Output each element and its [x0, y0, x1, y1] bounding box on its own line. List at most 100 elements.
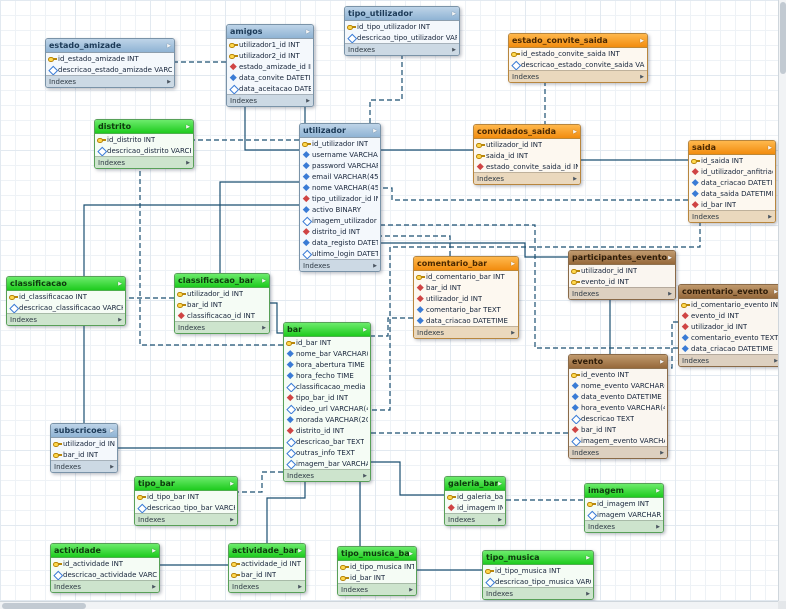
- table-header-convidados_saida[interactable]: convidados_saida▶: [474, 125, 580, 139]
- vertical-scrollbar[interactable]: [778, 0, 786, 601]
- collapse-arrow-icon[interactable]: ▶: [230, 480, 234, 487]
- indexes-section[interactable]: Indexes▶: [474, 172, 580, 184]
- collapse-arrow-icon[interactable]: ▶: [118, 280, 122, 287]
- table-header-utilizador[interactable]: utilizador▶: [300, 124, 380, 138]
- expand-arrow-icon[interactable]: ▶: [152, 583, 156, 590]
- expand-arrow-icon[interactable]: ▶: [373, 262, 377, 269]
- table-header-galeria_bar[interactable]: galeria_bar▶: [445, 477, 505, 491]
- table-galeria_bar[interactable]: galeria_bar▶id_galeria_bar INTid_imagem …: [444, 476, 506, 526]
- expand-arrow-icon[interactable]: ▶: [452, 46, 456, 53]
- expand-arrow-icon[interactable]: ▶: [660, 449, 664, 456]
- collapse-arrow-icon[interactable]: ▶: [511, 260, 515, 267]
- table-comentario_evento[interactable]: comentario_evento▶id_comentario_evento I…: [678, 284, 782, 367]
- table-estado_convite_saida[interactable]: estado_convite_saida▶id_estado_convite_s…: [508, 33, 648, 83]
- table-header-tipo_bar[interactable]: tipo_bar▶: [135, 477, 237, 491]
- collapse-arrow-icon[interactable]: ▶: [167, 42, 171, 49]
- collapse-arrow-icon[interactable]: ▶: [110, 427, 114, 434]
- indexes-section[interactable]: Indexes▶: [585, 520, 663, 532]
- table-header-tipo_utilizador[interactable]: tipo_utilizador▶: [345, 7, 459, 21]
- indexes-section[interactable]: Indexes▶: [46, 75, 174, 87]
- collapse-arrow-icon[interactable]: ▶: [640, 37, 644, 44]
- collapse-arrow-icon[interactable]: ▶: [306, 28, 310, 35]
- expand-arrow-icon[interactable]: ▶: [298, 583, 302, 590]
- indexes-section[interactable]: Indexes▶: [509, 70, 647, 82]
- collapse-arrow-icon[interactable]: ▶: [186, 123, 190, 130]
- expand-arrow-icon[interactable]: ▶: [573, 175, 577, 182]
- indexes-section[interactable]: Indexes▶: [345, 43, 459, 55]
- expand-arrow-icon[interactable]: ▶: [511, 329, 515, 336]
- table-header-saida[interactable]: saida▶: [689, 141, 775, 155]
- vertical-scrollbar-thumb[interactable]: [780, 2, 786, 74]
- expand-arrow-icon[interactable]: ▶: [768, 213, 772, 220]
- expand-arrow-icon[interactable]: ▶: [110, 463, 114, 470]
- expand-arrow-icon[interactable]: ▶: [118, 316, 122, 323]
- expand-arrow-icon[interactable]: ▶: [262, 324, 266, 331]
- horizontal-scrollbar-thumb[interactable]: [2, 603, 86, 609]
- collapse-arrow-icon[interactable]: ▶: [409, 550, 413, 557]
- indexes-section[interactable]: Indexes▶: [569, 287, 675, 299]
- indexes-section[interactable]: Indexes▶: [51, 580, 159, 592]
- expand-arrow-icon[interactable]: ▶: [230, 516, 234, 523]
- table-header-tipo_musica_bar[interactable]: tipo_musica_bar▶: [338, 547, 416, 561]
- table-header-participantes_evento[interactable]: participantes_evento▶: [569, 251, 675, 265]
- table-header-classificacao_bar[interactable]: classificacao_bar▶: [175, 274, 269, 288]
- indexes-section[interactable]: Indexes▶: [414, 326, 518, 338]
- indexes-section[interactable]: Indexes▶: [300, 259, 380, 271]
- table-header-distrito[interactable]: distrito▶: [95, 120, 193, 134]
- table-header-estado_convite_saida[interactable]: estado_convite_saida▶: [509, 34, 647, 48]
- collapse-arrow-icon[interactable]: ▶: [498, 480, 502, 487]
- expand-arrow-icon[interactable]: ▶: [668, 290, 672, 297]
- indexes-section[interactable]: Indexes▶: [229, 580, 305, 592]
- collapse-arrow-icon[interactable]: ▶: [573, 128, 577, 135]
- expand-arrow-icon[interactable]: ▶: [306, 97, 310, 104]
- table-header-classificacao[interactable]: classificacao▶: [7, 277, 125, 291]
- indexes-section[interactable]: Indexes▶: [135, 513, 237, 525]
- expand-arrow-icon[interactable]: ▶: [774, 357, 778, 364]
- table-header-bar[interactable]: bar▶: [284, 323, 370, 337]
- indexes-section[interactable]: Indexes▶: [569, 446, 667, 458]
- expand-arrow-icon[interactable]: ▶: [363, 472, 367, 479]
- indexes-section[interactable]: Indexes▶: [227, 94, 313, 106]
- expand-arrow-icon[interactable]: ▶: [498, 516, 502, 523]
- indexes-section[interactable]: Indexes▶: [445, 513, 505, 525]
- table-header-tipo_musica[interactable]: tipo_musica▶: [483, 551, 593, 565]
- table-header-amigos[interactable]: amigos▶: [227, 25, 313, 39]
- collapse-arrow-icon[interactable]: ▶: [768, 144, 772, 151]
- indexes-section[interactable]: Indexes▶: [51, 460, 117, 472]
- table-header-comentario_bar[interactable]: comentario_bar▶: [414, 257, 518, 271]
- table-header-actividade[interactable]: actividade▶: [51, 544, 159, 558]
- table-header-comentario_evento[interactable]: comentario_evento▶: [679, 285, 781, 299]
- indexes-section[interactable]: Indexes▶: [175, 321, 269, 333]
- indexes-section[interactable]: Indexes▶: [483, 587, 593, 599]
- horizontal-scrollbar[interactable]: [0, 601, 778, 609]
- collapse-arrow-icon[interactable]: ▶: [363, 326, 367, 333]
- collapse-arrow-icon[interactable]: ▶: [373, 127, 377, 134]
- table-header-actividade_bar[interactable]: actividade_bar▶: [229, 544, 305, 558]
- table-header-evento[interactable]: evento▶: [569, 355, 667, 369]
- table-header-subscricoes[interactable]: subscricoes▶: [51, 424, 117, 438]
- expand-arrow-icon[interactable]: ▶: [409, 586, 413, 593]
- expand-arrow-icon[interactable]: ▶: [586, 590, 590, 597]
- collapse-arrow-icon[interactable]: ▶: [262, 277, 266, 284]
- indexes-section[interactable]: Indexes▶: [338, 583, 416, 595]
- indexes-section[interactable]: Indexes▶: [679, 354, 781, 366]
